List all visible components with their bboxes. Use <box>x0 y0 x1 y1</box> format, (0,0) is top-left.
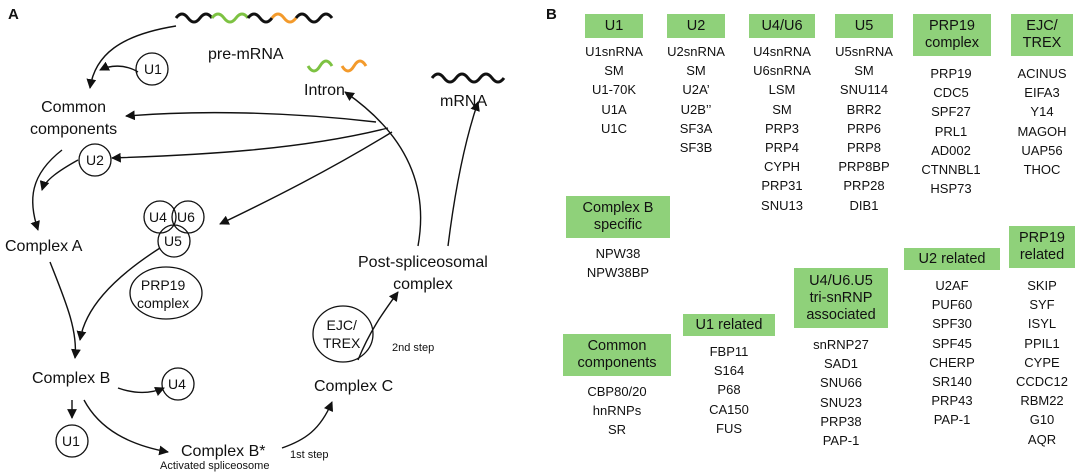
u4-release-circle <box>161 367 195 401</box>
arrow-post-to-intron <box>344 91 422 247</box>
pre-mrna-label: pre-mRNA <box>208 46 284 63</box>
arrow-recycle-to-u2 <box>111 127 389 163</box>
complex-a-label: Complex A <box>5 238 83 255</box>
ejc-trex-label: EJC/TREX <box>323 317 361 351</box>
u1-top-label: U1 <box>144 61 162 77</box>
panel-b-letter: B <box>546 6 557 23</box>
u4-release-label: U4 <box>168 376 186 392</box>
second-step-label: 2nd step <box>392 342 435 354</box>
header-u2-related: U2 related <box>904 248 1000 270</box>
complex-c-label: Complex C <box>314 378 394 395</box>
mrna-label: mRNA <box>440 93 488 110</box>
first-step-label: 1st step <box>290 449 329 461</box>
u1-release-label: U1 <box>62 433 80 449</box>
header-u4-u6: U4/U6 <box>749 14 815 38</box>
arrow-c-to-post <box>357 291 399 361</box>
complex-b-label: Complex B <box>32 370 111 387</box>
header-u1: U1 <box>585 14 643 38</box>
u5-label: U5 <box>164 233 182 249</box>
intron-label: Intron <box>304 82 345 99</box>
activated-spliceosome-label: Activated spliceosome <box>160 460 270 472</box>
arrow-pre-mrna-to-common <box>86 25 177 89</box>
u5-circle <box>157 224 191 258</box>
u1-release-circle <box>55 424 89 458</box>
arrow-complex-b-to-bstar <box>83 399 169 456</box>
mrna-wave <box>430 72 506 84</box>
header-u2: U2 <box>667 14 725 38</box>
header-u5: U5 <box>835 14 893 38</box>
arrow-tri-snrnp-join <box>76 247 161 341</box>
header-ejc-trex: EJC/TREX <box>1011 14 1073 56</box>
pre-mrna-wave <box>174 12 334 24</box>
arrow-u1-join <box>99 61 139 73</box>
prp19-ellipse <box>129 266 203 320</box>
complex-bstar-label: Complex B* <box>181 443 266 460</box>
arrow-post-to-mrna <box>447 101 480 247</box>
intron-wave <box>306 59 368 73</box>
arrow-bstar-to-c <box>281 401 334 449</box>
arrow-complex-a-to-b <box>49 261 81 359</box>
header-u1-related: U1 related <box>683 314 775 336</box>
arrow-recycle-to-common <box>125 110 377 123</box>
arrow-u2-join <box>39 159 79 191</box>
arrow-release-u4 <box>117 386 165 396</box>
arrow-common-to-complex-a <box>30 149 63 231</box>
ejc-trex-ellipse <box>312 305 374 363</box>
arrow-recycle-to-tri-snrnp <box>219 131 393 225</box>
cycle-arrows <box>30 12 506 458</box>
u2-label: U2 <box>86 152 104 168</box>
u2-circle <box>78 143 112 177</box>
u6-label: U6 <box>177 209 195 225</box>
u4-label: U4 <box>149 209 167 225</box>
u1-top-circle <box>135 52 169 86</box>
panel-a-letter: A <box>8 6 19 23</box>
